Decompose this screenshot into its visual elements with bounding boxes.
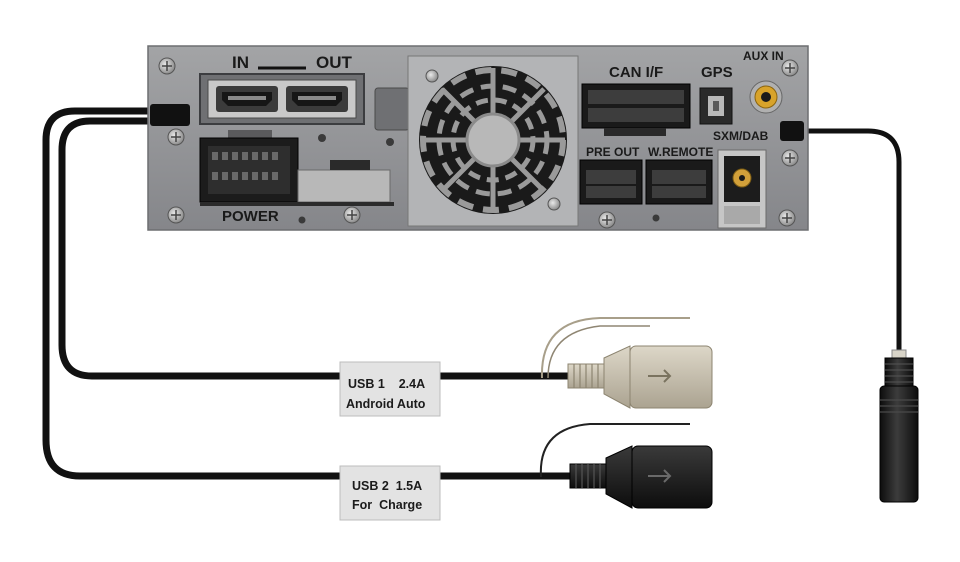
slot-latch <box>330 160 370 170</box>
hdmi-in-port-icon <box>216 86 278 112</box>
screw-icon <box>343 206 361 224</box>
label-w-remote: W.REMOTE <box>648 145 713 159</box>
power-connector-icon <box>199 130 299 203</box>
screw-icon <box>598 211 616 229</box>
screw-icon <box>158 57 176 75</box>
hdmi-out-port-icon <box>286 86 348 112</box>
w-remote-connector-icon <box>645 159 713 205</box>
sxm-dab-antenna-plug-icon <box>879 349 919 503</box>
usb2-label-line1: USB 2 1.5A <box>352 479 422 493</box>
usb2-connector-icon <box>539 423 713 509</box>
screw-icon <box>167 206 185 224</box>
label-in: IN <box>232 53 249 72</box>
label-power: POWER <box>222 208 279 225</box>
usb1-label-line1: USB 1 2.4A <box>348 377 425 391</box>
label-pre-out: PRE OUT <box>586 145 640 159</box>
usb1-label-tag: USB 1 2.4A Android Auto <box>339 361 441 417</box>
cooling-fan-icon <box>407 55 579 227</box>
label-out: OUT <box>316 53 353 72</box>
hdmi-port-block <box>199 66 365 125</box>
antenna-cable <box>797 128 902 355</box>
gps-port-icon <box>699 87 733 125</box>
expansion-slot <box>297 169 391 203</box>
rear-panel: IN OUT POWER CAN I/F GPS AUX IN SXM/DAB … <box>147 45 809 231</box>
reset-panel <box>374 87 410 131</box>
label-can-if: CAN I/F <box>609 64 663 81</box>
usb-cable-grommet <box>150 104 190 126</box>
usb2-cable <box>42 107 582 480</box>
led-hole <box>298 216 306 224</box>
screw-icon <box>781 149 799 167</box>
usb2-label-tag: USB 2 1.5A For Charge <box>339 465 441 521</box>
aux-in-jack-icon <box>749 80 783 114</box>
sxm-dab-plug <box>780 121 804 141</box>
can-if-connector-icon <box>581 83 691 136</box>
pre-out-connector-icon <box>579 159 643 205</box>
screw-icon <box>167 128 185 146</box>
label-gps: GPS <box>701 64 733 81</box>
screw-icon <box>778 209 796 227</box>
usb1-connector-icon <box>540 317 713 409</box>
label-sxm-dab: SXM/DAB <box>713 129 769 143</box>
label-aux-in: AUX IN <box>743 49 784 63</box>
usb1-label-line2: Android Auto <box>346 397 426 411</box>
usb1-cable <box>58 117 574 380</box>
usb2-label-line2: For Charge <box>352 498 422 512</box>
antenna-port-icon <box>717 149 767 229</box>
screw-icon <box>781 59 799 77</box>
